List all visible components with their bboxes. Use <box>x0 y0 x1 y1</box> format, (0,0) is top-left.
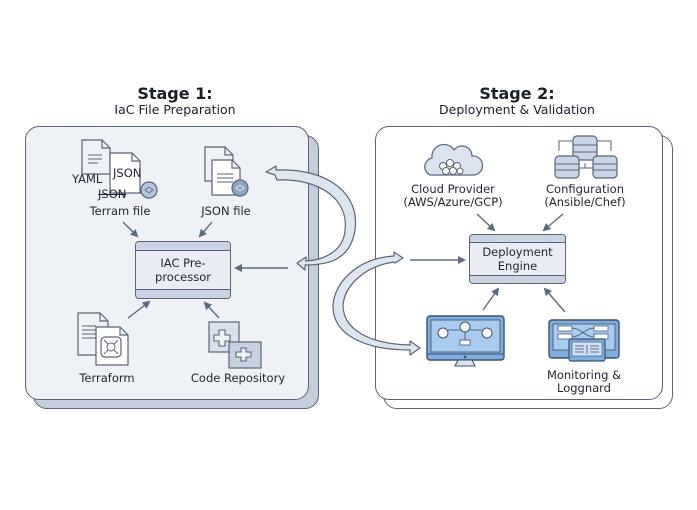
preprocessor-line2: processor <box>155 270 211 284</box>
terraform-caption: Terraform <box>79 371 135 385</box>
deployment-engine-box: Deployment Engine <box>469 234 566 284</box>
json-file-caption: JSON file <box>201 204 251 218</box>
engine-footer-bar <box>470 275 565 283</box>
configuration-caption: Configuration (Ansible/Chef) <box>535 183 635 209</box>
curved-arrow-stage1-loop <box>265 165 357 271</box>
arrow-json-to-preprocessor <box>198 221 213 238</box>
cloud-desktop-monitor-icon <box>426 315 505 367</box>
engine-label: Deployment Engine <box>470 245 565 273</box>
terraform-document-icon <box>77 312 129 366</box>
engine-line1: Deployment <box>482 245 553 259</box>
database-cluster-icon <box>554 135 618 179</box>
configuration-line2: (Ansible/Chef) <box>544 195 626 209</box>
preprocessor-header-bar <box>136 242 230 251</box>
arrow-cloud-to-engine <box>476 213 496 232</box>
preprocessor-footer-bar <box>136 289 230 298</box>
yaml-label: YAML <box>72 172 103 186</box>
stage2-subtitle: Deployment & Validation <box>439 102 595 117</box>
json-label-bottom: JSON <box>98 187 127 201</box>
engine-line2: Engine <box>497 259 538 273</box>
monitoring-dashboard-icon <box>548 319 620 362</box>
arrow-monitoring-to-engine <box>543 287 566 313</box>
json-document-icon <box>204 146 249 197</box>
arrow-files-to-preprocessor <box>122 221 139 238</box>
iac-preprocessor-box: IAC Pre- processor <box>135 241 231 299</box>
engine-header-bar <box>470 235 565 243</box>
arrow-repo-to-preprocessor <box>203 301 220 319</box>
preprocessor-line1: IAC Pre- <box>160 256 206 270</box>
stage1-subtitle: IaC File Preparation <box>114 102 236 117</box>
cloud-provider-caption: Cloud Provider (AWS/Azure/GCP) <box>398 183 508 209</box>
stage2-title: Stage 2: <box>479 84 555 103</box>
terram-file-caption: Terram file <box>89 204 151 218</box>
document-stack-icon <box>81 139 158 199</box>
monitoring-line2: Loggnard <box>556 381 611 395</box>
arrow-desktop-to-engine <box>482 287 500 311</box>
repository-icon <box>208 321 262 369</box>
cloud-icon <box>424 143 484 176</box>
monitoring-line1: Monitoring & <box>546 368 622 382</box>
cloud-provider-line2: (AWS/Azure/GCP) <box>403 195 503 209</box>
arrow-config-to-engine <box>542 213 564 232</box>
code-repository-caption: Code Repository <box>190 371 286 385</box>
json-label-top: JSON <box>113 166 142 180</box>
arrow-terraform-to-preprocessor <box>127 300 151 319</box>
monitoring-caption: Monitoring & Loggnard <box>534 369 634 395</box>
configuration-line1: Configuration <box>546 182 624 196</box>
preprocessor-label: IAC Pre- processor <box>136 256 230 284</box>
curved-arrow-stage2-loop <box>332 251 421 356</box>
cloud-provider-line1: Cloud Provider <box>411 182 495 196</box>
stage1-title: Stage 1: <box>137 84 213 103</box>
